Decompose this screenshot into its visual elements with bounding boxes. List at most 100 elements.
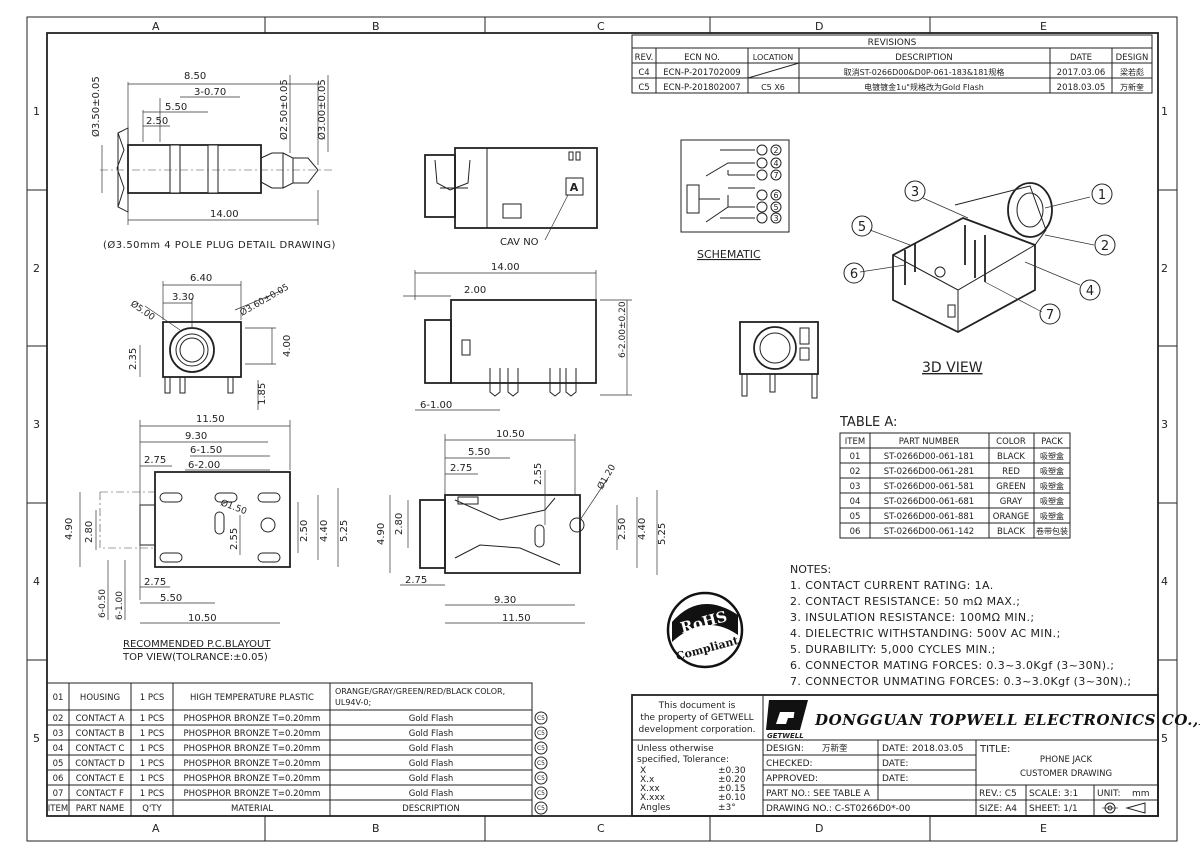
pcb-dim-2-75: 2.75 <box>144 455 166 466</box>
notes-title: NOTES: <box>790 563 831 576</box>
table-a-header-part: PART NUMBER <box>899 437 960 447</box>
note-item: 7. CONNECTOR UNMATING FORCES: 0.3~3.0Kgf… <box>790 675 1131 688</box>
end-dim-6-40: 6.40 <box>190 273 212 284</box>
checked-date-label: DATE: <box>882 759 908 769</box>
bom-header-row: ITEM PART NAME Q'TY MATERIAL DESCRIPTION <box>48 804 460 814</box>
table-a-row: 01 ST-0266D00-061-181 BLACK 吸塑盒 <box>850 451 1064 462</box>
sheet-value: SHEET: 1/1 <box>1029 804 1078 814</box>
table-a-cell: ST-0266D00-061-581 <box>884 482 974 492</box>
title-line1: PHONE JACK <box>1040 755 1093 765</box>
row-label-3-left: 3 <box>33 418 40 431</box>
rev-mark: C5 <box>537 730 545 737</box>
jack-small-end-view <box>739 321 819 399</box>
inner-frame <box>46 32 1159 817</box>
note-item: 4. DIELECTRIC WITHSTANDING: 500V AC MIN.… <box>790 627 1061 640</box>
plug-dim-length: 8.50 <box>184 71 206 82</box>
pcb-dim-5-25: 5.25 <box>339 520 350 542</box>
pcb-dim-5-50: 5.50 <box>160 593 182 604</box>
table-a-header-item: ITEM <box>845 437 865 447</box>
row-label-1-left: 1 <box>33 105 40 118</box>
rev-mark: C5 <box>537 715 545 722</box>
rev-row-description: 电镀镀金1u"规格改为Gold Flash <box>864 82 984 92</box>
pcb-dim-2-80: 2.80 <box>84 521 95 543</box>
col-label-b-bottom: B <box>372 822 380 835</box>
table-a-cell: ST-0266D00-061-681 <box>884 497 974 507</box>
row-label-2-right: 2 <box>1161 262 1168 275</box>
bom-cell: CONTACT F <box>76 789 124 799</box>
drawing-no: DRAWING NO.: C-ST0266D0*-00 <box>766 804 911 814</box>
bom-header-part: PART NAME <box>76 804 124 814</box>
table-a-cell: 吸塑盒 <box>1040 511 1064 521</box>
bom-cell: 1 PCS <box>140 729 165 739</box>
callout-4: 4 <box>1086 284 1094 299</box>
bom-header-material: MATERIAL <box>231 804 273 814</box>
bom-cell: 1 PCS <box>140 759 165 769</box>
plug-dim-14: 14.00 <box>210 209 239 220</box>
table-a-cell: ORANGE <box>993 512 1029 522</box>
table-a-row: 06 ST-0266D00-061-142 BLACK 卷带包装 <box>850 526 1068 537</box>
tolerance-key: X.xxx <box>640 793 666 803</box>
table-a-cell: 吸塑盒 <box>1040 451 1064 461</box>
design-value: 万新奎 <box>822 743 848 754</box>
schematic-diagram: 2 4 7 6 5 3 SCHEMATIC <box>680 139 790 261</box>
bom-cell: ORANGE/GRAY/GREEN/RED/BLACK COLOR, <box>335 687 505 696</box>
title-block: This document is the property of GETWELL… <box>631 694 1200 817</box>
bottom-dim-9-30: 9.30 <box>494 595 516 606</box>
size-value: SIZE: A4 <box>979 804 1017 814</box>
plug-dim-groove: 3-0.70 <box>194 87 226 98</box>
row-label-4-left: 4 <box>33 575 40 588</box>
bom-cell: CONTACT C <box>76 744 125 754</box>
jack-side-view: 14.00 2.00 6-2.00±0.20 6-1.00 <box>403 262 632 411</box>
bom-cell: Gold Flash <box>409 774 454 784</box>
getwell-logo: GETWELL <box>766 700 808 740</box>
bottom-dim-left-2-75: 2.75 <box>405 575 427 586</box>
column-labels: A B C D E A B C D E <box>152 17 1047 841</box>
pcb-dim-10-50: 10.50 <box>188 613 217 624</box>
bom-cell: Gold Flash <box>409 744 454 754</box>
bom-row: 07 CONTACT F 1 PCS PHOSPHOR BRONZE T=0.2… <box>53 789 454 799</box>
bottom-dim-11-50: 11.50 <box>502 613 531 624</box>
bom-cell: PHOSPHOR BRONZE T=0.20mm <box>184 729 321 739</box>
unit-value: mm <box>1132 789 1150 799</box>
col-label-b-top: B <box>372 20 380 33</box>
bom-cell: PHOSPHOR BRONZE T=0.20mm <box>184 744 321 754</box>
pcb-dim-6-100: 6-1.00 <box>115 591 125 620</box>
date-value: 2018.03.05 <box>912 744 964 754</box>
table-a-cell: BLACK <box>997 527 1025 537</box>
pcb-subtitle: TOP VIEW(TOLRANCE:±0.05) <box>122 652 268 663</box>
table-a-cell: GRAY <box>1000 497 1023 507</box>
notes: NOTES: 1. CONTACT CURRENT RATING: 1A. 2.… <box>790 563 1131 688</box>
jack-end-view: 6.40 3.30 Ø5.00 Ø3.60±0.05 4.00 2.35 1.8… <box>128 273 293 410</box>
plug-dim-dia-300: Ø3.00±0.05 <box>316 79 328 140</box>
col-label-c-top: C <box>597 20 605 33</box>
table-a-cell: 06 <box>850 527 861 537</box>
rev-mark: C5 <box>537 775 545 782</box>
design-label: DESIGN: <box>766 744 804 754</box>
bom-cell: HIGH TEMPERATURE PLASTIC <box>190 693 314 703</box>
rohs-logo: RoHS Compliant <box>666 591 744 669</box>
table-a-cell: 01 <box>850 452 861 462</box>
rev-header-location: LOCATION <box>753 53 793 62</box>
bom-cell: 06 <box>53 774 64 784</box>
col-label-c-bottom: C <box>597 822 605 835</box>
bom-cell: CONTACT D <box>75 759 125 769</box>
note-item: 1. CONTACT CURRENT RATING: 1A. <box>790 579 994 592</box>
table-a-row: 05 ST-0266D00-061-881 ORANGE 吸塑盒 <box>850 511 1064 522</box>
row-label-4-right: 4 <box>1161 575 1168 588</box>
table-a-row: 02 ST-0266D00-061-281 RED 吸塑盒 <box>850 466 1064 477</box>
plug-dim-dia-250: Ø2.50±0.05 <box>278 79 290 140</box>
rev-header-design: DESIGN <box>1116 53 1149 63</box>
row-labels: 1 2 3 4 5 1 2 3 4 5 <box>27 105 1177 745</box>
bom-header-qty: Q'TY <box>142 804 162 814</box>
bom-table: 01 HOUSING 1 PCS HIGH TEMPERATURE PLASTI… <box>46 682 548 817</box>
note-item: 5. DURABILITY: 5,000 CYCLES MIN.; <box>790 643 996 656</box>
bom-cell: PHOSPHOR BRONZE T=0.20mm <box>184 714 321 724</box>
bom-row: 01 HOUSING 1 PCS HIGH TEMPERATURE PLASTI… <box>53 687 506 707</box>
bottom-dim-dia-120: Ø1.20 <box>595 462 618 491</box>
bom-row: 05 CONTACT D 1 PCS PHOSPHOR BRONZE T=0.2… <box>53 759 454 769</box>
table-a: TABLE A: ITEM PART NUMBER COLOR PACK 01 … <box>839 415 1071 539</box>
table-a-cell: 04 <box>850 497 861 507</box>
bom-revision-marks: C5 C5 C5 C5 C5 C5 C5 <box>534 711 548 815</box>
schematic-pin: 7 <box>773 171 778 180</box>
rev-mark: C5 <box>537 745 545 752</box>
